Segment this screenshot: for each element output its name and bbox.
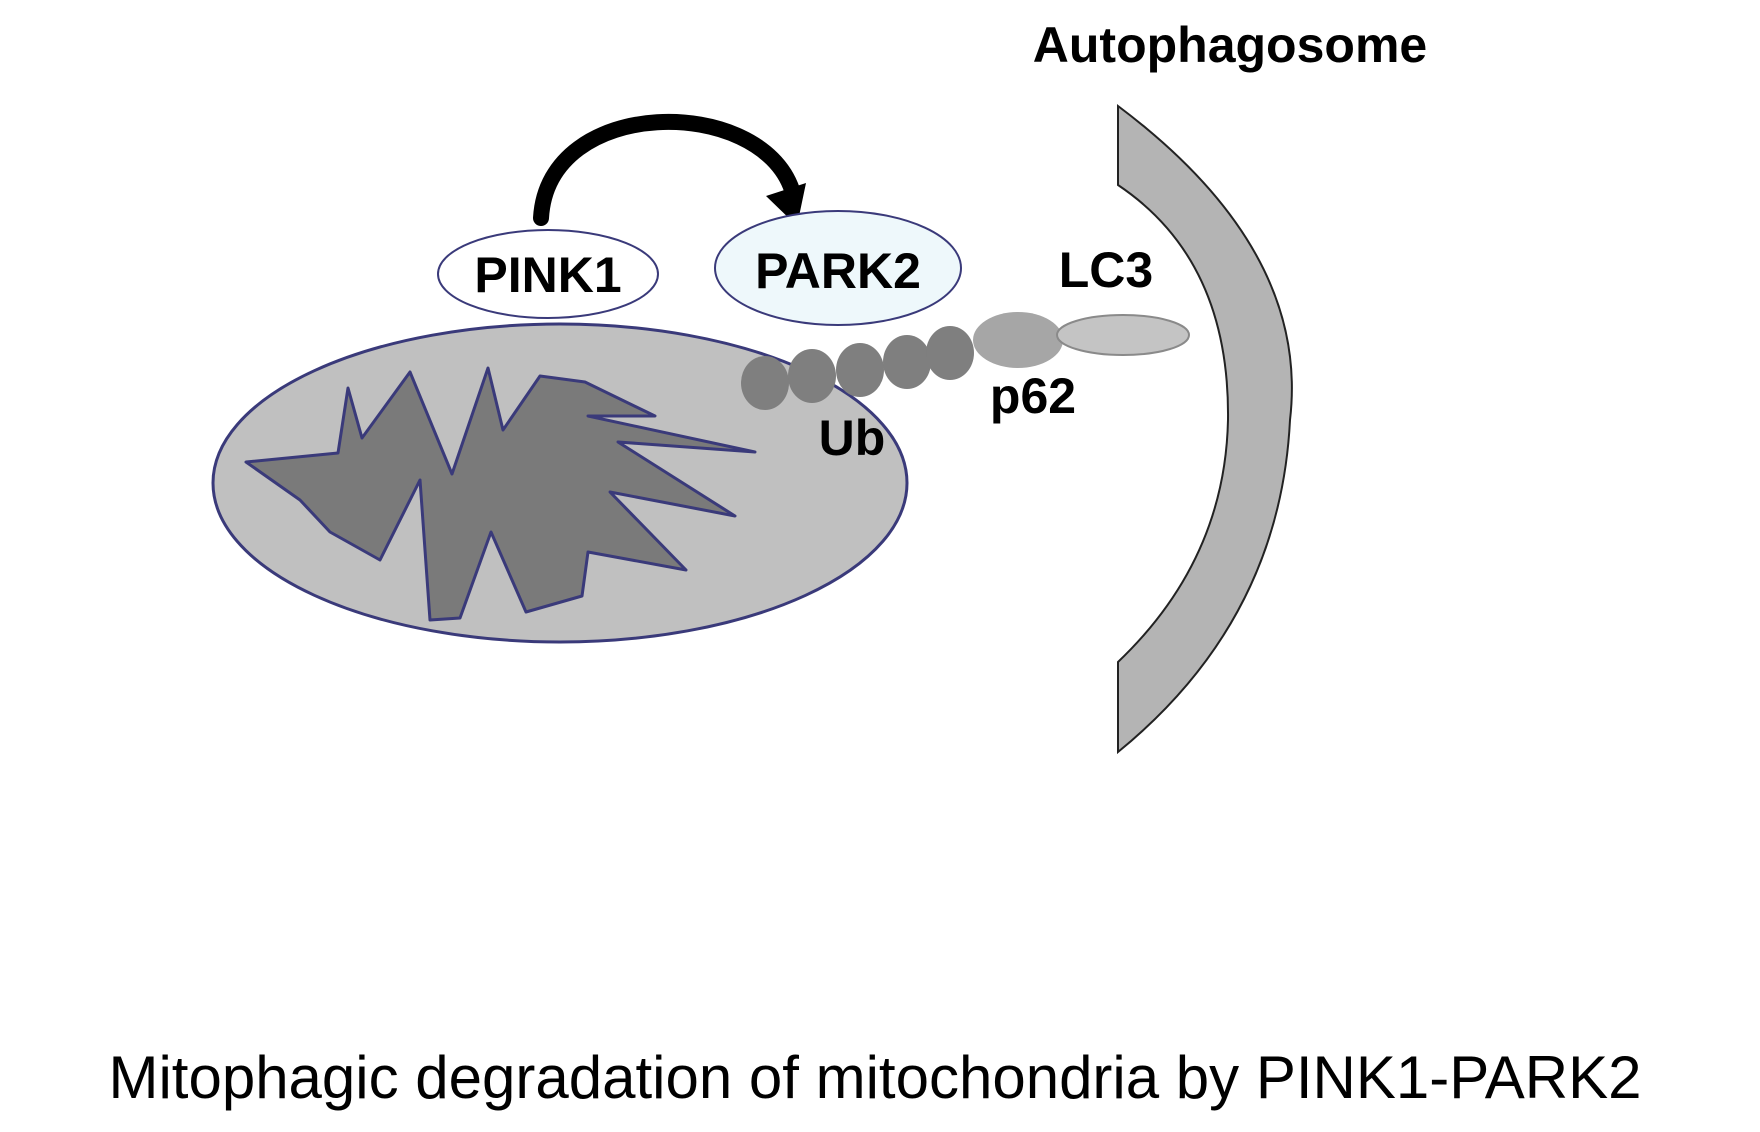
- p62-node: [973, 312, 1063, 368]
- ubiquitin-bead: [883, 335, 931, 389]
- ubiquitin-chain: [741, 326, 974, 410]
- pink1-label: PINK1: [474, 247, 621, 303]
- autophagosome-label: Autophagosome: [1033, 17, 1427, 73]
- park2-label: PARK2: [755, 243, 921, 299]
- mitochondrion-cristae: [244, 366, 757, 622]
- ubiquitin-bead: [741, 356, 789, 410]
- ubiquitin-bead: [926, 326, 974, 380]
- park2-node: [714, 210, 962, 326]
- lc3-node: [1056, 314, 1190, 356]
- pink1-node: [437, 229, 659, 319]
- lc3-label: LC3: [1059, 242, 1153, 298]
- activation-arrow: [533, 113, 800, 226]
- ub-label: Ub: [819, 410, 886, 466]
- autophagosome-membrane: [1117, 103, 1293, 755]
- ubiquitin-bead: [788, 349, 836, 403]
- caption: Mitophagic degradation of mitochondria b…: [108, 1044, 1641, 1111]
- p62-label: p62: [990, 368, 1076, 424]
- ubiquitin-bead: [836, 343, 884, 397]
